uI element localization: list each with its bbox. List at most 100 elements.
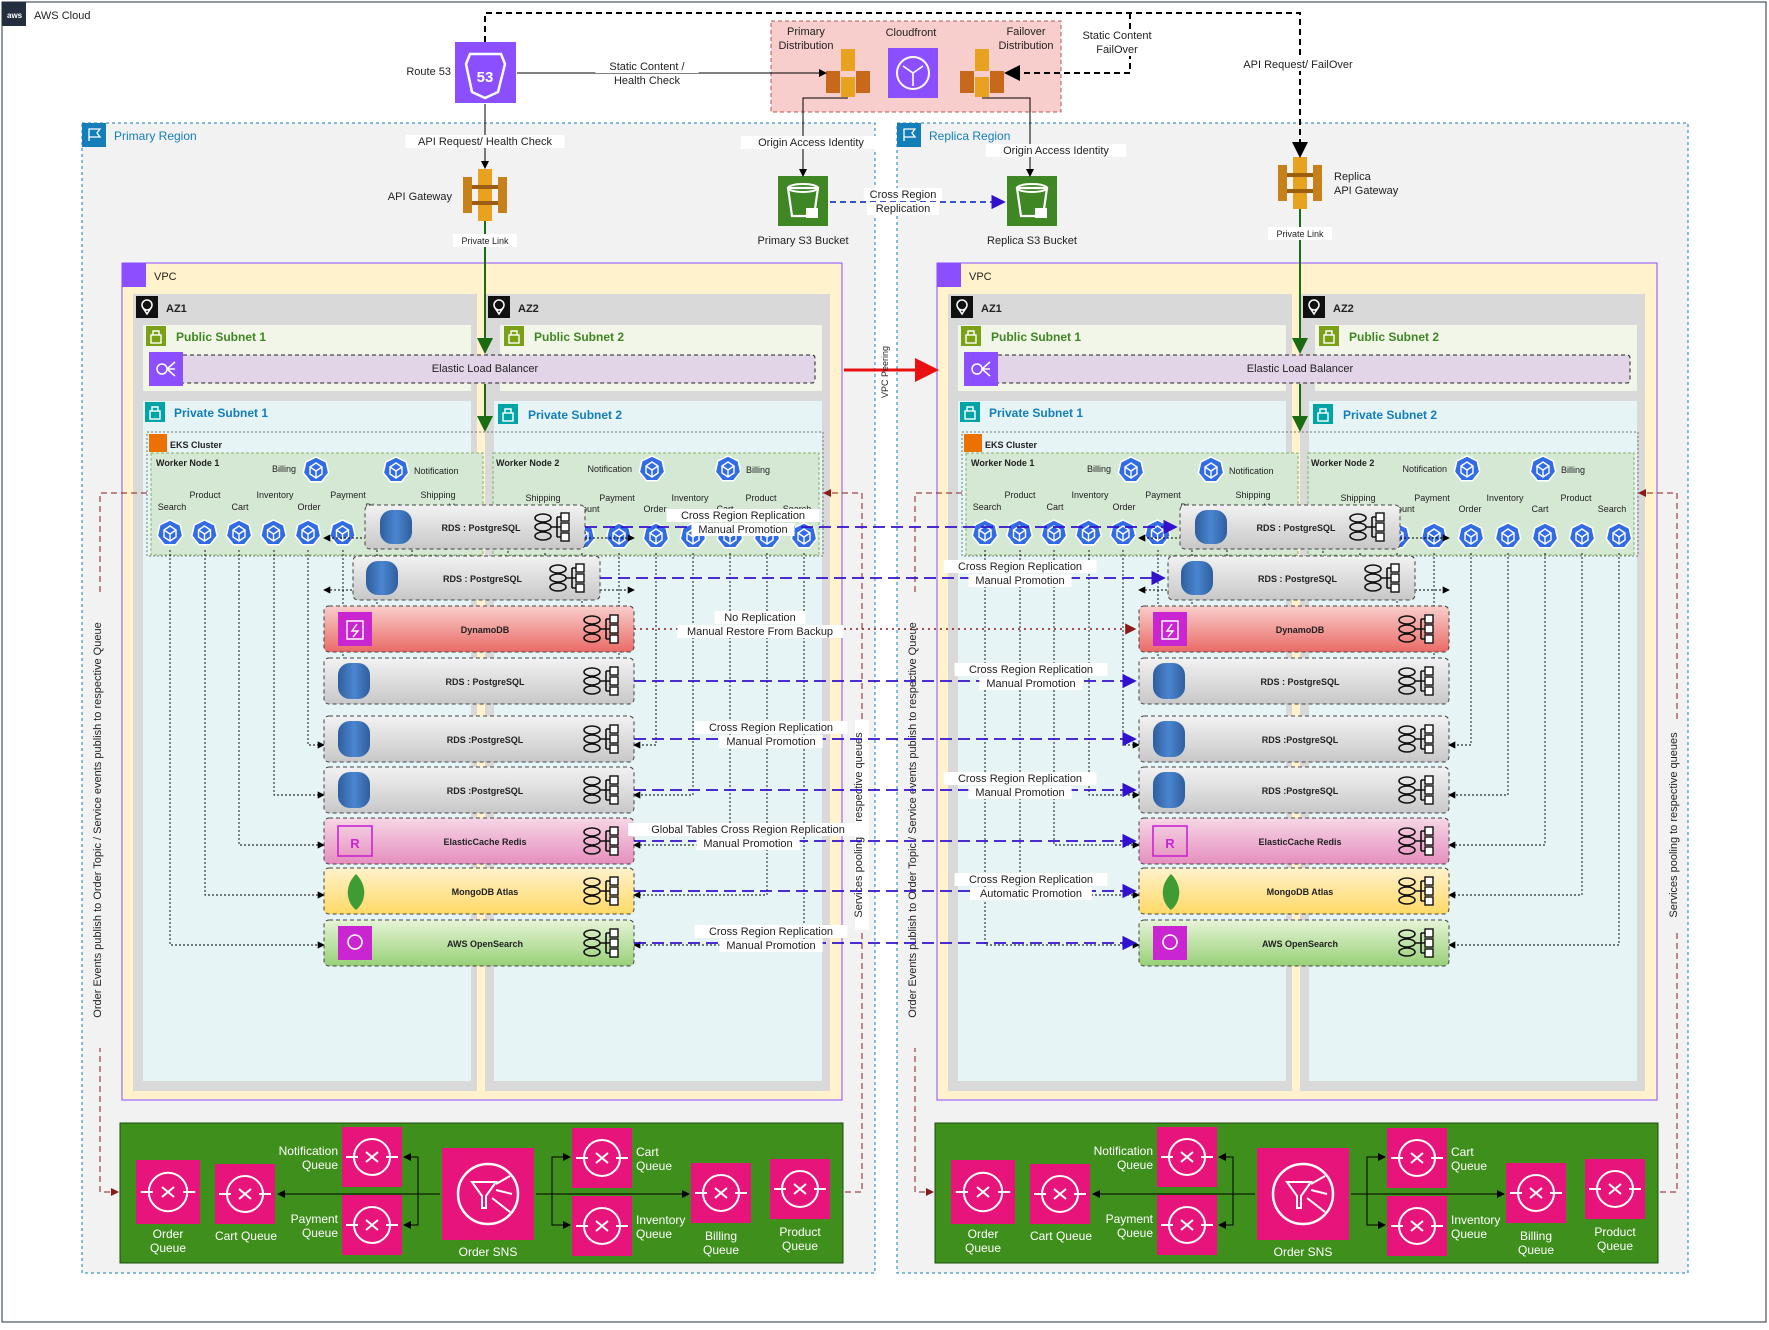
r0-db-8[interactable]: AWS OpenSearch (323, 919, 635, 967)
r0-w1-pod-icon-5[interactable] (328, 519, 357, 546)
r1-db-label-8: AWS OpenSearch (1262, 939, 1338, 949)
r1-db-stack-icon-0 (1349, 512, 1385, 542)
r1-db-stack-icon-6-node (1424, 826, 1434, 836)
r1-w2-pod-icon-5[interactable] (1494, 522, 1522, 549)
r1-order-queue-icon[interactable] (951, 1160, 1015, 1224)
r1-db-0[interactable]: RDS : PostgreSQL (1179, 504, 1401, 550)
r1-w1-pod-icon-5[interactable] (1143, 519, 1172, 546)
r1-payment-queue-icon[interactable] (1157, 1195, 1217, 1255)
r1-product-queue-icon[interactable] (1585, 1159, 1645, 1219)
r0-w1-billing-icon-shape (302, 456, 330, 483)
r0-w2-mid-label-0: Shipping (525, 493, 560, 503)
replication-label-2-2-bg (677, 625, 843, 638)
r0-w1-pod-icon-1[interactable] (190, 519, 219, 546)
r1-w2-connector-8 (1448, 553, 1620, 949)
static-failover-label-2-bg (1090, 43, 1144, 56)
r0-db-2[interactable]: DynamoDB (323, 605, 635, 653)
r0-db-rds-icon-1 (366, 561, 398, 595)
r1-db-5[interactable]: RDS :PostgreSQL (1138, 766, 1450, 814)
r0-worker-node-2-label: Worker Node 2 (496, 458, 559, 468)
r1-w2-pod-icon-4[interactable] (1457, 522, 1485, 549)
r0-w2-pod-icon-3[interactable] (605, 522, 633, 549)
r0-product-queue-icon[interactable] (770, 1159, 830, 1219)
r1-billing-queue-icon[interactable] (1506, 1163, 1566, 1223)
r0-w1-pod-icon-4[interactable] (294, 519, 322, 546)
r0-az1-icon-bg (136, 296, 158, 318)
r1-w1-pod-icon-3[interactable] (1074, 519, 1103, 546)
r0-notification-queue-icon[interactable] (342, 1127, 402, 1187)
r0-inventory-queue-icon[interactable] (572, 1196, 632, 1256)
r0-order-sns-icon[interactable] (442, 1148, 534, 1240)
r1-db-3[interactable]: RDS : PostgreSQL (1138, 657, 1450, 705)
r0-payment-queue-icon[interactable] (342, 1195, 402, 1255)
r1-w1-pod-icon-4[interactable] (1109, 519, 1137, 546)
r0-cart-queue2-icon[interactable] (572, 1128, 632, 1188)
r0-w1-notification-icon[interactable] (382, 456, 410, 483)
r0-w1-pod-icon-0[interactable] (156, 519, 184, 546)
r0-billing-queue-label-1: Billing (705, 1229, 737, 1243)
r0-api-gateway-icon[interactable] (463, 169, 507, 221)
r0-db-1[interactable]: RDS : PostgreSQL (352, 555, 601, 601)
r1-w2-pod-icon-7[interactable] (1568, 522, 1596, 549)
r0-db-4[interactable]: RDS :PostgreSQL (323, 715, 635, 763)
r1-db-stack-icon-5-node (1424, 785, 1434, 795)
r1-db-box-4 (1138, 715, 1450, 763)
r1-az1-icon-tip (957, 307, 967, 316)
r1-db-2[interactable]: DynamoDB (1138, 605, 1450, 653)
r1-w1-notification-icon[interactable] (1197, 456, 1225, 483)
r1-w1-pod-icon-2[interactable] (1040, 519, 1068, 546)
r1-api-gateway-icon-right (1313, 165, 1322, 201)
replication-label-4-2-bg (719, 735, 823, 748)
r0-db-5[interactable]: RDS :PostgreSQL (323, 766, 635, 814)
r0-w1-pod-icon-2[interactable] (225, 519, 253, 546)
r1-db-4[interactable]: RDS :PostgreSQL (1138, 715, 1450, 763)
r0-w2-pod-icon-4[interactable] (642, 522, 670, 549)
r1-api-gateway-icon[interactable] (1278, 157, 1322, 209)
r1-cart-queue2-icon[interactable] (1387, 1128, 1447, 1188)
r0-az2-icon (488, 296, 510, 318)
r1-w1-pod-icon-1[interactable] (1005, 519, 1034, 546)
r0-w2-notification-icon[interactable] (638, 455, 666, 482)
r1-w1-billing-icon[interactable] (1117, 456, 1145, 483)
route53-icon[interactable]: 53 (455, 42, 516, 103)
r0-order-queue-icon[interactable] (136, 1160, 200, 1224)
r1-w2-billing-icon[interactable] (1529, 455, 1557, 482)
r0-w2-billing-icon[interactable] (714, 455, 742, 482)
r1-db-7[interactable]: MongoDB Atlas (1138, 867, 1450, 915)
r1-notification-queue-icon[interactable] (1157, 1127, 1217, 1187)
r0-w1-billing-icon[interactable] (302, 456, 330, 483)
r1-cart-queue-icon[interactable] (1030, 1164, 1090, 1224)
r0-cart-queue-icon-glyph (219, 1188, 271, 1200)
r0-billing-queue-icon[interactable] (691, 1163, 751, 1223)
r0-db-label-4: RDS :PostgreSQL (447, 735, 524, 745)
replication-label-6-2-bg (696, 837, 800, 850)
r1-db-label-6: ElasticCache Redis (1258, 837, 1341, 847)
r1-inventory-queue-icon[interactable] (1387, 1196, 1447, 1256)
r1-w2-pod-icon-8[interactable] (1605, 522, 1633, 549)
r0-db-stack-icon-7-node (609, 876, 619, 886)
r1-private-subnet-2-icon (1313, 404, 1333, 424)
r0-db-3[interactable]: RDS : PostgreSQL (323, 657, 635, 705)
r1-w2-pod-icon-6[interactable] (1531, 522, 1559, 549)
replication-label-4-1: Cross Region Replication (709, 722, 833, 734)
r1-s3-bucket-icon[interactable] (1007, 176, 1057, 226)
r1-w2-notification-icon[interactable] (1453, 455, 1481, 482)
r1-w1-pod-icon-0[interactable] (971, 519, 999, 546)
r0-cart-queue-icon[interactable] (215, 1164, 275, 1224)
r1-db-1[interactable]: RDS : PostgreSQL (1167, 555, 1416, 601)
replication-label-5-2-bg (968, 786, 1072, 799)
r0-w1-pod-icon-3[interactable] (259, 519, 288, 546)
r1-order-sns-icon[interactable] (1257, 1148, 1349, 1240)
r0-db-7[interactable]: MongoDB Atlas (323, 867, 635, 915)
r1-db-box-8 (1138, 919, 1450, 967)
r0-sns-to-cart2 (536, 1153, 571, 1195)
r0-elb-label: Elastic Load Balancer (432, 363, 539, 375)
cloudfront-icon[interactable] (888, 48, 938, 98)
r1-w2-pod-icon-3[interactable] (1420, 522, 1448, 549)
r0-s3-bucket-icon[interactable] (778, 176, 828, 226)
r1-db-8[interactable]: AWS OpenSearch (1138, 919, 1450, 967)
r0-db-0[interactable]: RDS : PostgreSQL (364, 504, 586, 550)
r0-billing-queue-label-2: Queue (703, 1243, 739, 1257)
